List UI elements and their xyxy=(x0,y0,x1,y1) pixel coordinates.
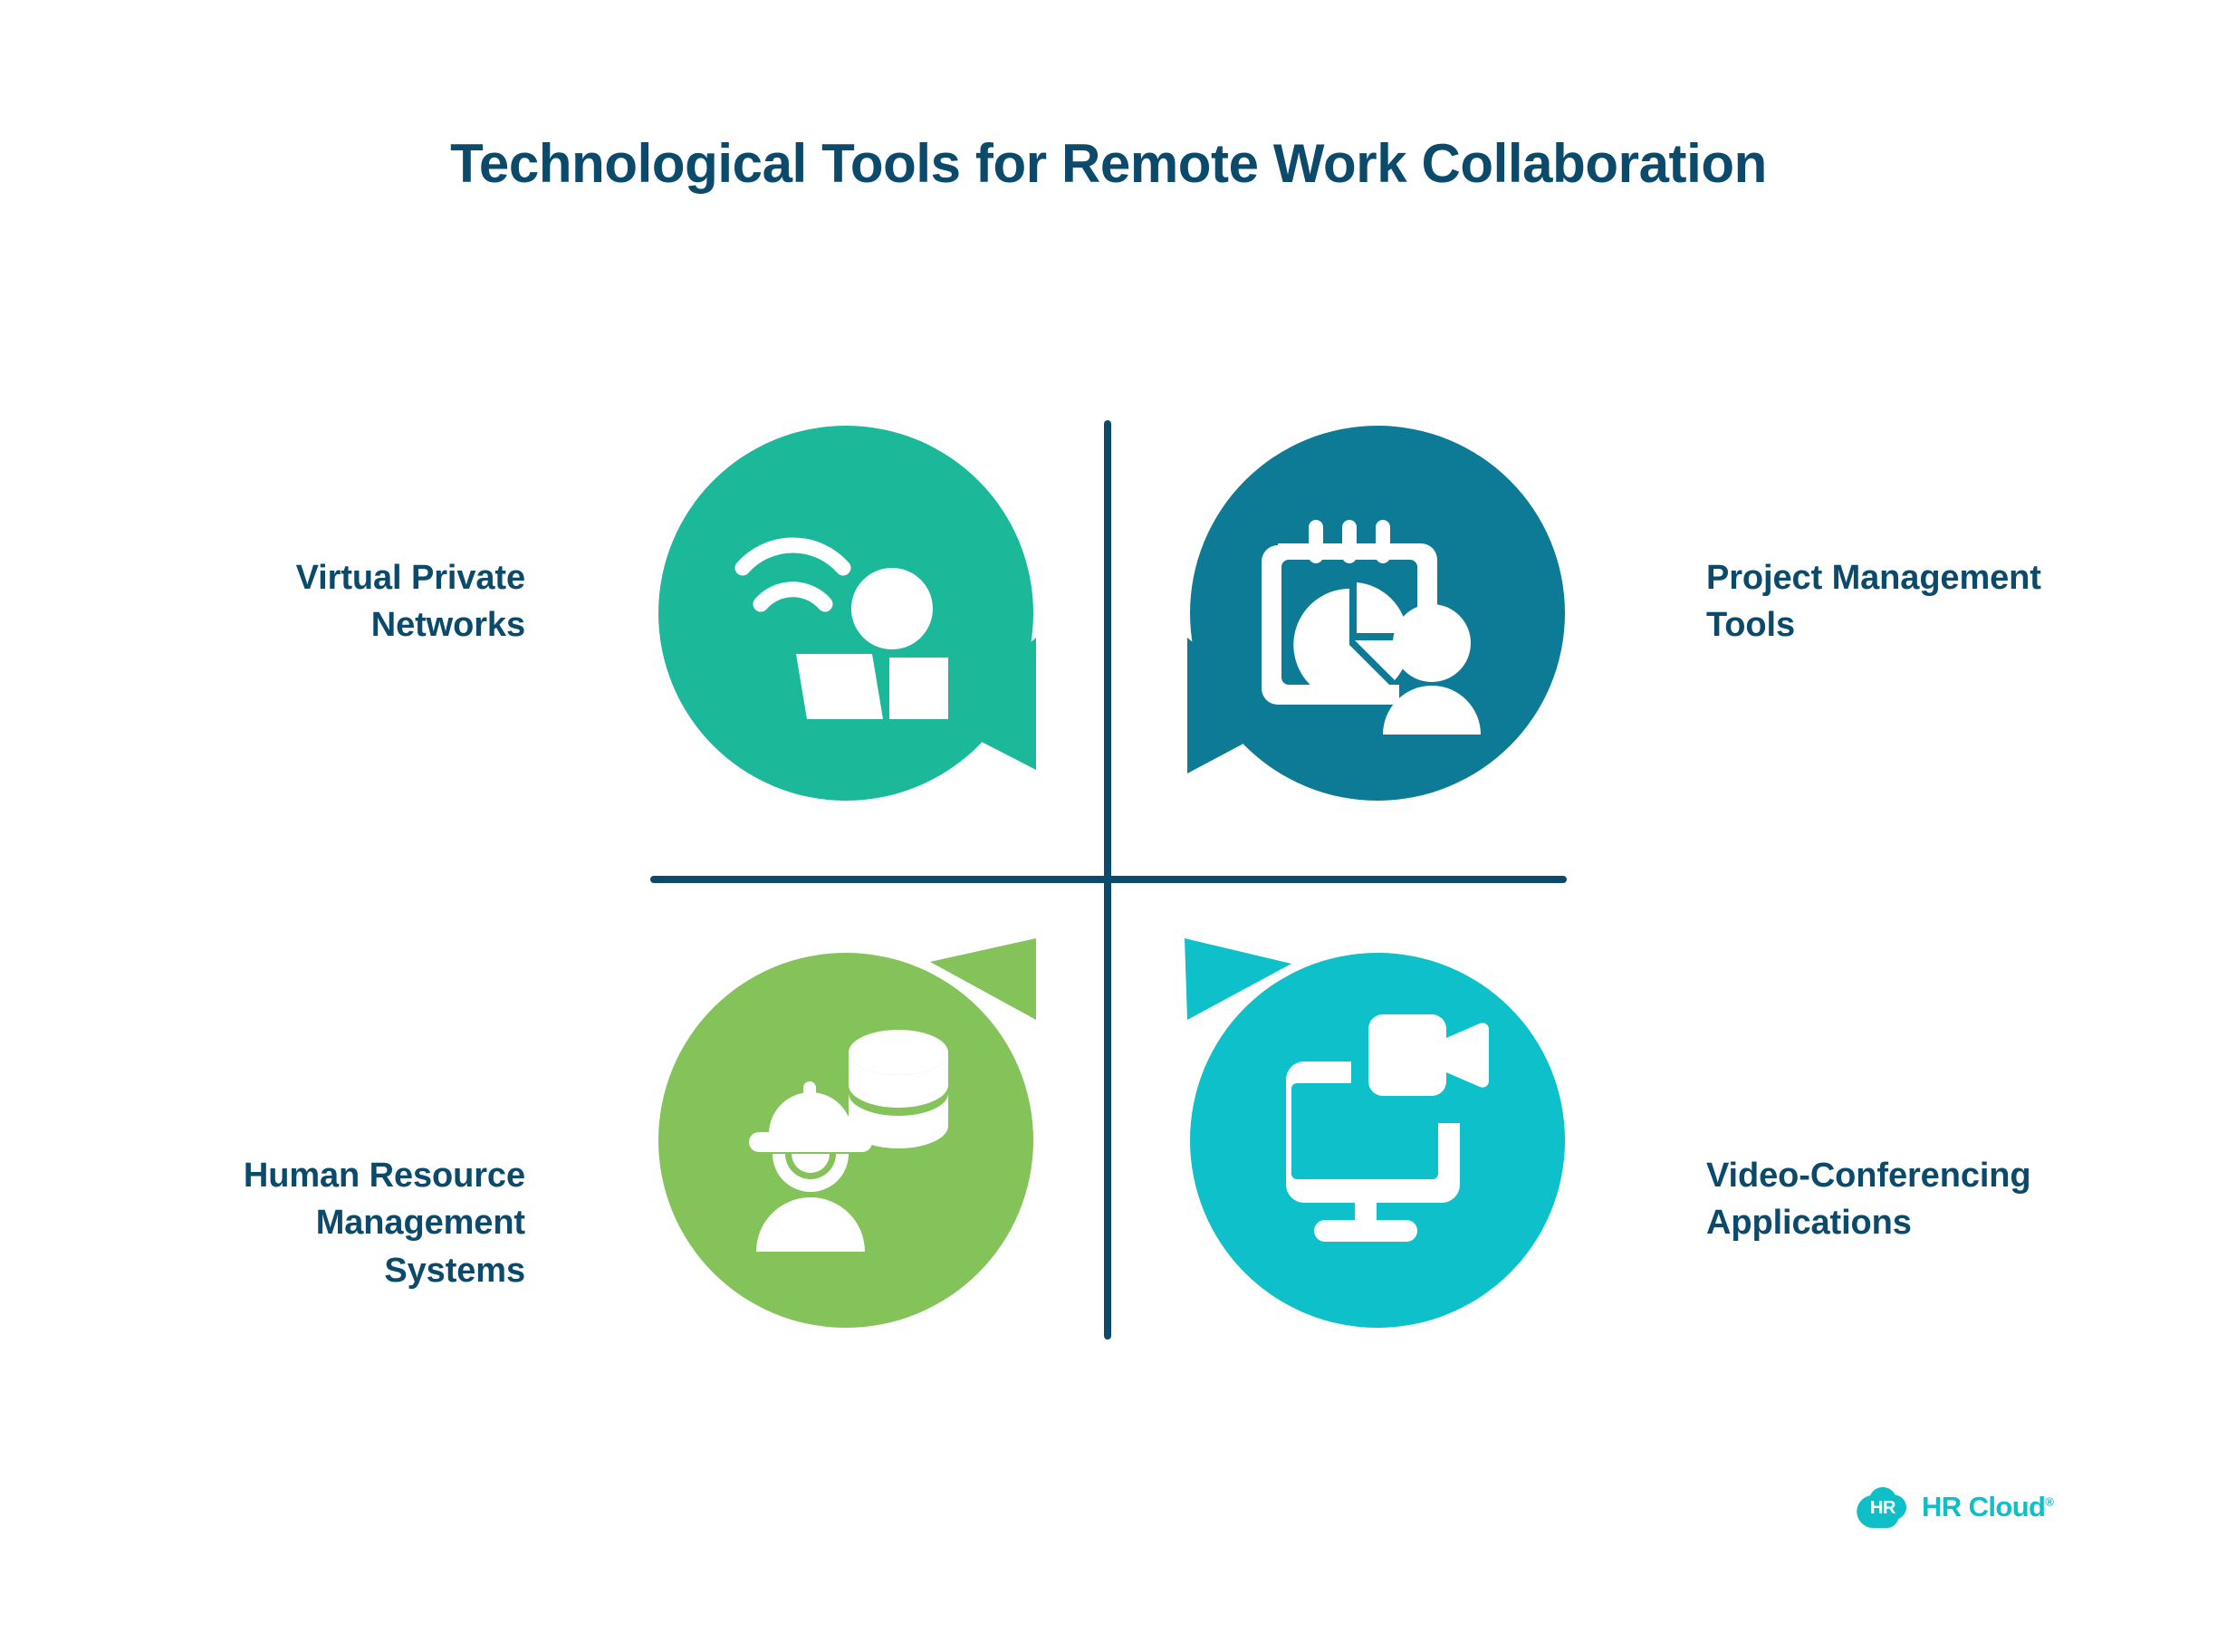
label-project-management: Project Management Tools xyxy=(1706,554,2141,649)
label-hrms: Human Resource Management Systems xyxy=(163,1152,525,1294)
calendar-icon xyxy=(1262,520,1437,705)
hr-cloud-wordmark: HR Cloud® xyxy=(1922,1491,2054,1523)
label-vpn: Virtual Private Networks xyxy=(199,554,525,649)
bubble-project-management[interactable] xyxy=(1176,426,1565,829)
user-icon xyxy=(1383,604,1481,735)
label-vpn-line1: Virtual Private xyxy=(295,559,525,597)
monitor-icon xyxy=(1286,1061,1460,1242)
bubble-video-conferencing[interactable] xyxy=(1176,926,1565,1329)
bubble-vpn[interactable] xyxy=(658,426,1048,829)
wifi-arcs-icon xyxy=(734,537,851,612)
cloud-icon-label: HR xyxy=(1870,1498,1895,1518)
registered-mark: ® xyxy=(2045,1494,2054,1509)
bubble-shape-video-conferencing xyxy=(1185,938,1565,1328)
label-pm-line2: Tools xyxy=(1706,606,1796,645)
divider-vertical xyxy=(1104,420,1111,1340)
cloud-icon: HR xyxy=(1855,1485,1911,1529)
user-body-icon xyxy=(888,657,948,719)
label-video-line2: Applications xyxy=(1706,1204,1912,1243)
user-head-icon xyxy=(850,568,933,649)
bubble-shape-vpn xyxy=(658,426,1036,801)
label-hrms-line1: Human Resource xyxy=(243,1157,525,1195)
hard-hat-worker-icon xyxy=(749,1081,872,1252)
laptop-icon xyxy=(796,654,883,719)
hr-cloud-wordmark-text: HR Cloud xyxy=(1922,1491,2046,1522)
label-video-line1: Video-Conferencing xyxy=(1706,1157,2031,1195)
bubble-hrms[interactable] xyxy=(658,926,1048,1329)
label-vpn-line2: Networks xyxy=(370,606,525,645)
page-title: Technological Tools for Remote Work Coll… xyxy=(450,133,1767,194)
label-pm-line1: Project Management xyxy=(1706,559,2041,597)
label-video-conferencing: Video-Conferencing Applications xyxy=(1706,1152,2141,1247)
label-hrms-line2: Management xyxy=(315,1204,525,1243)
database-stack-icon xyxy=(849,1030,948,1148)
pie-chart-icon xyxy=(1293,582,1410,701)
video-camera-icon xyxy=(1368,1014,1489,1096)
hr-cloud-logo[interactable]: HR HR Cloud® xyxy=(1855,1485,2054,1529)
label-hrms-line3: Systems xyxy=(384,1251,525,1290)
